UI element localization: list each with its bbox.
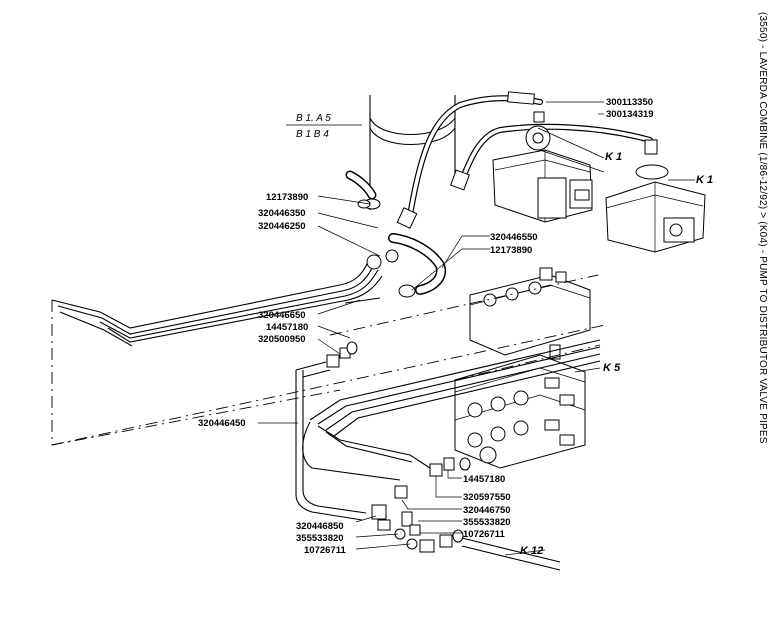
pump-k1-right xyxy=(605,164,706,253)
reference-bottom: B 1 B 4 xyxy=(296,129,329,140)
pressure-hoses xyxy=(396,91,658,229)
adapter-fitting xyxy=(419,539,435,553)
hose-clamp xyxy=(398,284,416,298)
part-label: 320446750 xyxy=(463,505,511,516)
adapter-fitting xyxy=(326,354,340,368)
part-label: 320446350 xyxy=(258,208,306,219)
seal-ring xyxy=(459,457,471,471)
reference-lines xyxy=(51,274,606,446)
adapter-fitting xyxy=(401,511,413,527)
part-label: 14457180 xyxy=(463,474,505,485)
part-label: 10726711 xyxy=(463,529,505,540)
hose-fitting xyxy=(450,169,470,191)
seal-ring xyxy=(452,529,464,543)
distributor-valve-k5 xyxy=(454,267,591,469)
part-label: 320446250 xyxy=(258,221,306,232)
part-label: 320500950 xyxy=(258,334,306,345)
adapter-fitting xyxy=(371,504,387,520)
reference-top: B 1. A 5 xyxy=(296,113,331,124)
pump-k1-left xyxy=(492,125,593,223)
reference-label: B 1. A 5 B 1 B 4 xyxy=(286,113,362,140)
pipe-bundle-right xyxy=(295,339,601,521)
exploded-view: B 1. A 5 B 1 B 4 xyxy=(51,91,713,571)
fittings xyxy=(326,199,561,571)
suction-hose xyxy=(345,170,446,298)
pipe-bundle-left xyxy=(51,249,399,347)
adapter-fitting xyxy=(443,457,455,471)
diagram-title: (3550) - LAVERDA COMBINE (1/86-12/92) > … xyxy=(757,12,768,444)
adapter-fitting xyxy=(429,463,443,477)
adapter-fitting xyxy=(439,534,453,548)
group-k1-left: K 1 xyxy=(605,151,622,163)
part-label: 10726711 xyxy=(304,545,346,556)
part-label: 355533820 xyxy=(296,533,344,544)
part-label: 320446450 xyxy=(198,418,246,429)
hose-fitting xyxy=(507,91,535,105)
hose-fitting xyxy=(396,207,418,229)
group-k12: K 12 xyxy=(520,545,543,557)
union-nut xyxy=(533,111,545,123)
group-k1-right: K 1 xyxy=(696,174,713,186)
part-labels: 300113350 300134319 12173890 320446350 3… xyxy=(198,97,654,556)
group-k5: K 5 xyxy=(603,362,621,374)
part-label: 12173890 xyxy=(266,192,308,203)
part-label: 320597550 xyxy=(463,492,511,503)
part-label: 300134319 xyxy=(606,109,654,120)
part-label: 320446850 xyxy=(296,521,344,532)
part-label: 12173890 xyxy=(490,245,532,256)
leader-lines xyxy=(258,101,695,556)
adapter-fitting xyxy=(409,524,421,536)
adapter-fitting xyxy=(394,485,408,499)
part-label: 320446650 xyxy=(258,310,306,321)
adapter-fitting xyxy=(377,519,391,531)
seal-ring xyxy=(346,341,358,355)
part-label: 320446550 xyxy=(490,232,538,243)
part-label: 355533820 xyxy=(463,517,511,528)
part-label: 300113350 xyxy=(606,97,653,108)
union-nut xyxy=(644,139,658,155)
part-label: 14457180 xyxy=(266,322,308,333)
